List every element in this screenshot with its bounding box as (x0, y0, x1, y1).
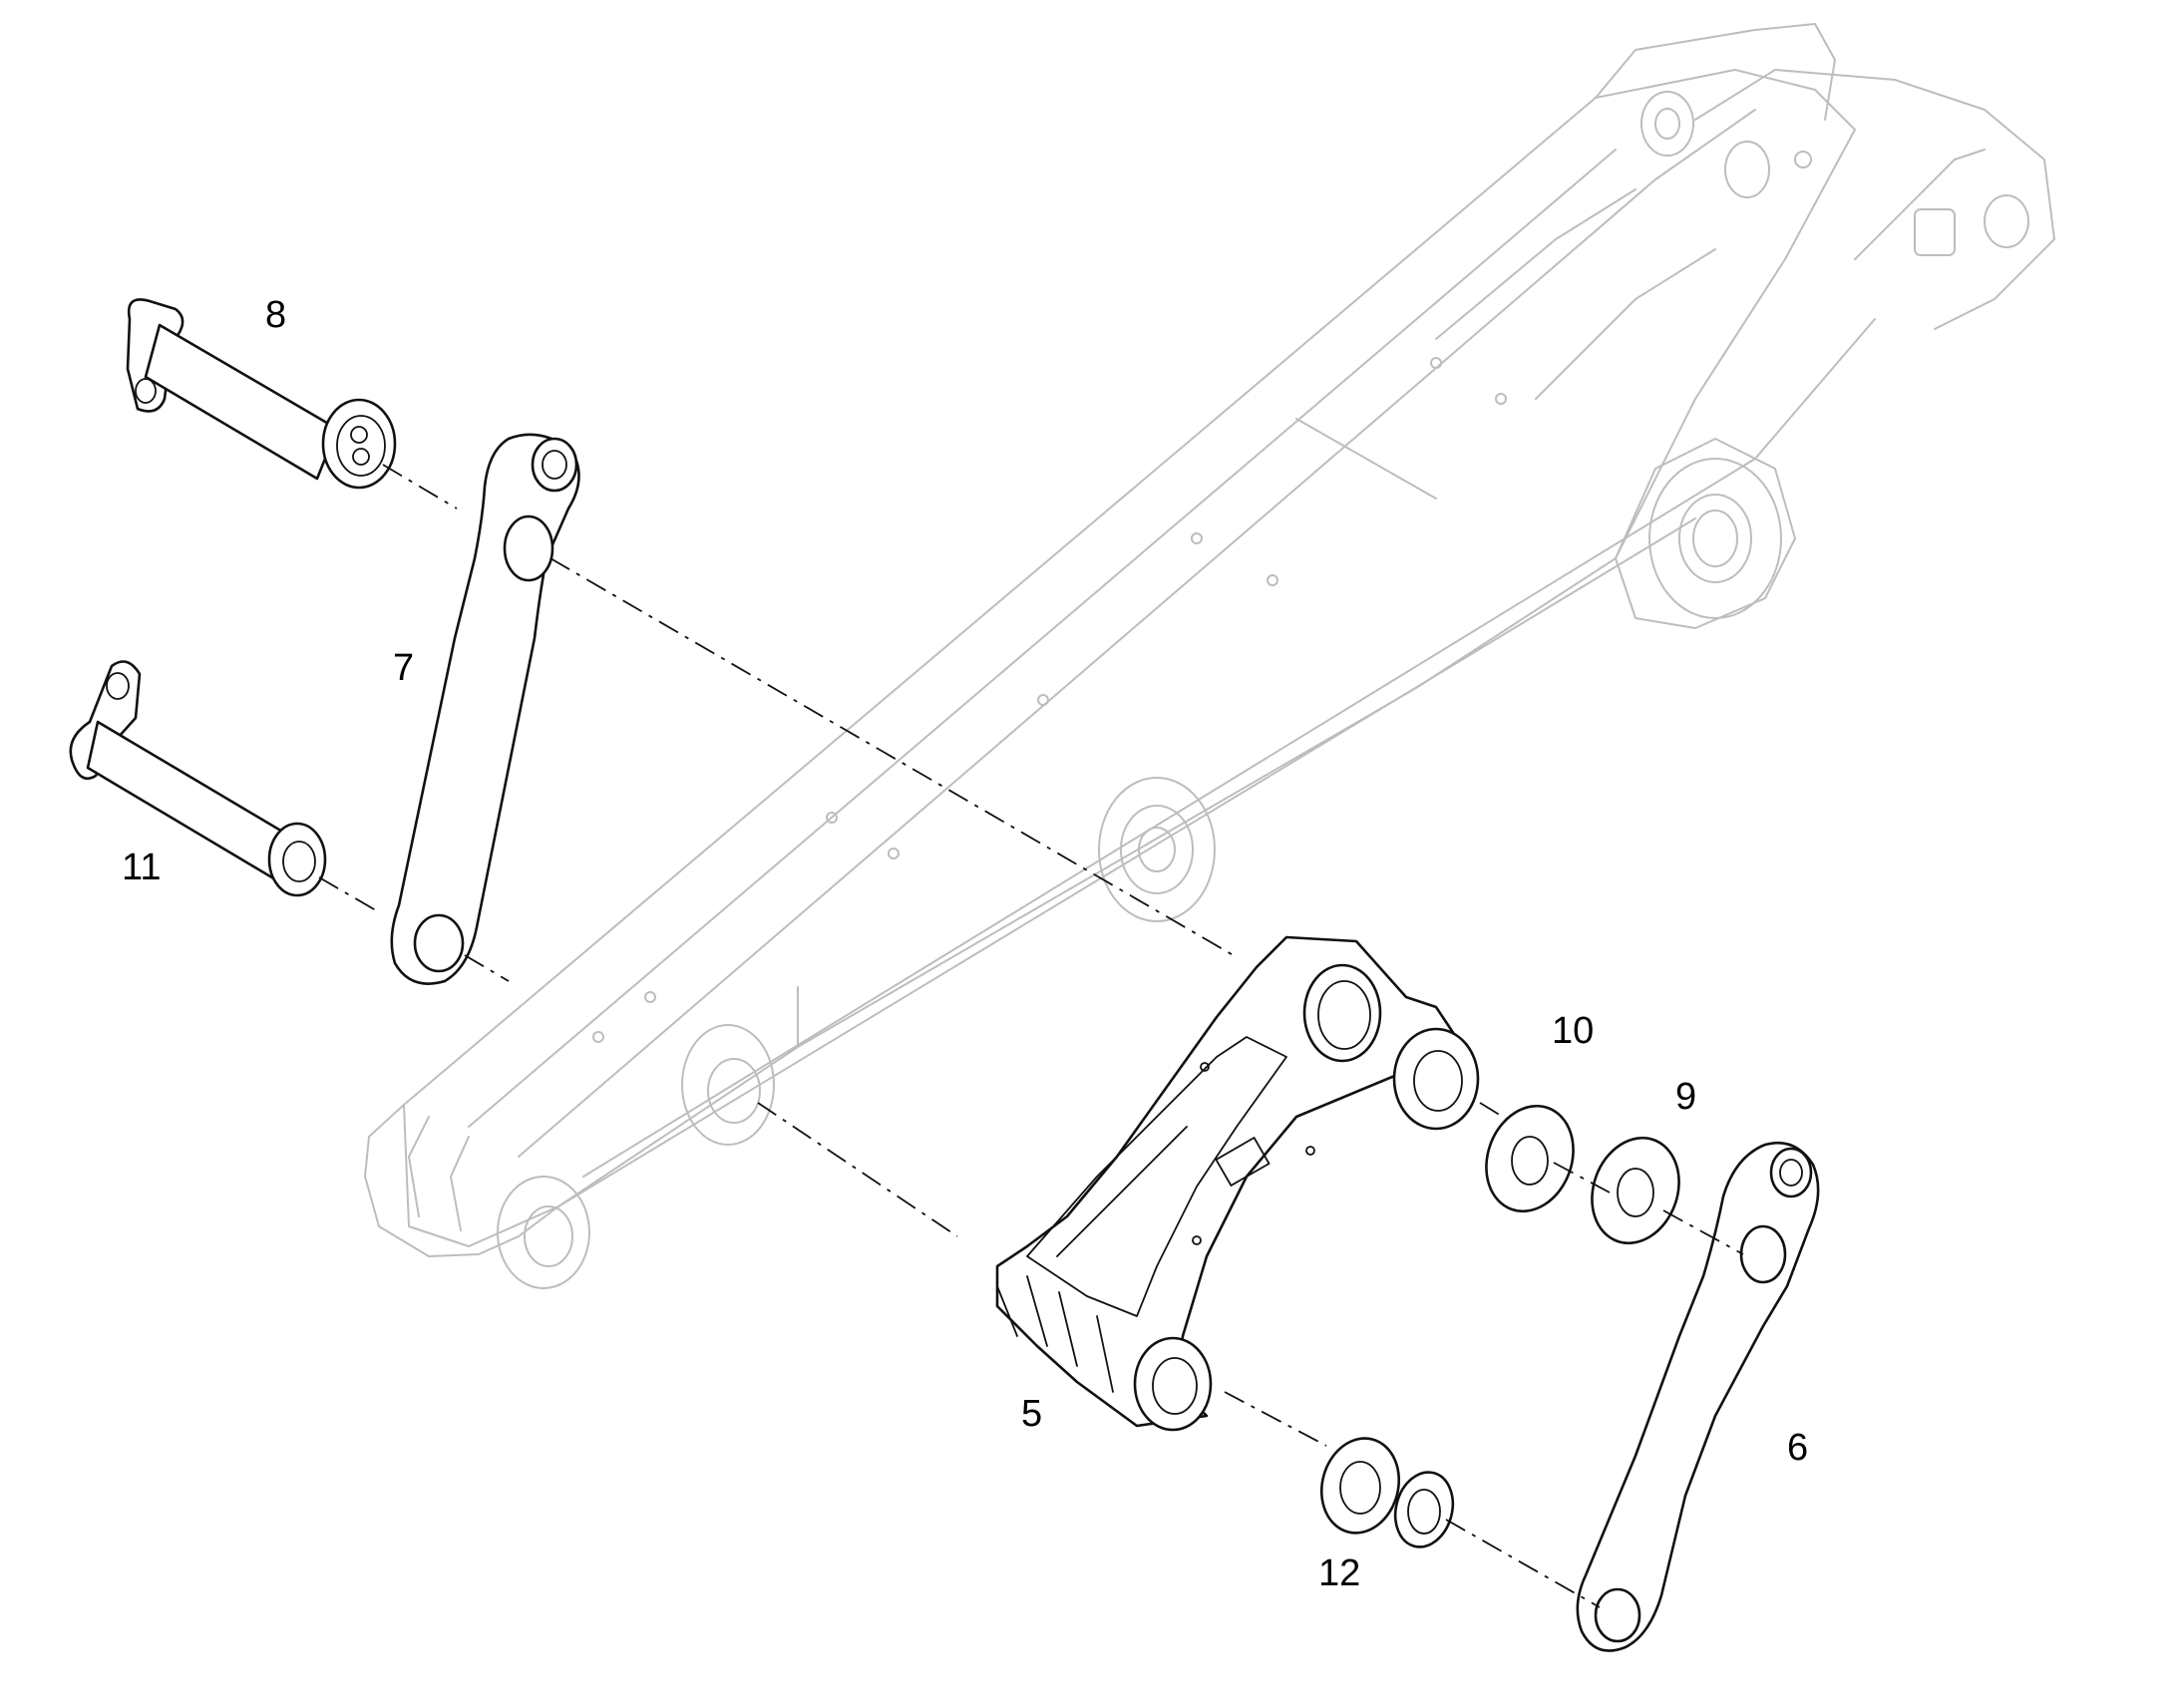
link-part-7[interactable] (390, 433, 580, 985)
axis-line-12-6 (1445, 1519, 1601, 1608)
callout-5: 5 (1021, 1393, 1042, 1435)
axis-line-8-7 (382, 464, 458, 510)
axis-line-5-10 (1479, 1102, 1507, 1120)
axis-line-5-12 (1224, 1391, 1327, 1447)
assembly-axis-lines (318, 464, 1744, 1608)
washer-part-10[interactable] (1472, 1094, 1588, 1223)
callout-7: 7 (393, 647, 414, 689)
axis-line-9-6 (1662, 1209, 1744, 1255)
link-part-6[interactable] (1576, 1141, 1820, 1652)
callout-6: 6 (1787, 1427, 1808, 1469)
callout-12: 12 (1318, 1552, 1360, 1594)
callout-8: 8 (265, 294, 286, 336)
axis-line-11-7 (318, 876, 382, 914)
h-link-part-5[interactable] (995, 935, 1480, 1432)
axis-line-boom-5 (757, 1102, 958, 1237)
axis-line-10-9 (1553, 1162, 1611, 1194)
washer-part-12[interactable] (1311, 1430, 1461, 1553)
pin-part-8[interactable] (126, 298, 397, 490)
callout-9: 9 (1675, 1076, 1696, 1118)
callout-10: 10 (1552, 1010, 1594, 1052)
axis-line-7-boom (549, 557, 1238, 958)
washer-part-9[interactable] (1578, 1126, 1693, 1255)
callout-labels: 8 7 11 10 9 5 6 12 (122, 294, 1808, 1594)
axis-line-7-boom-lower (464, 954, 510, 982)
pin-part-11[interactable] (69, 660, 327, 897)
boom-arm-outline (364, 23, 2055, 1289)
callout-11: 11 (122, 847, 161, 888)
